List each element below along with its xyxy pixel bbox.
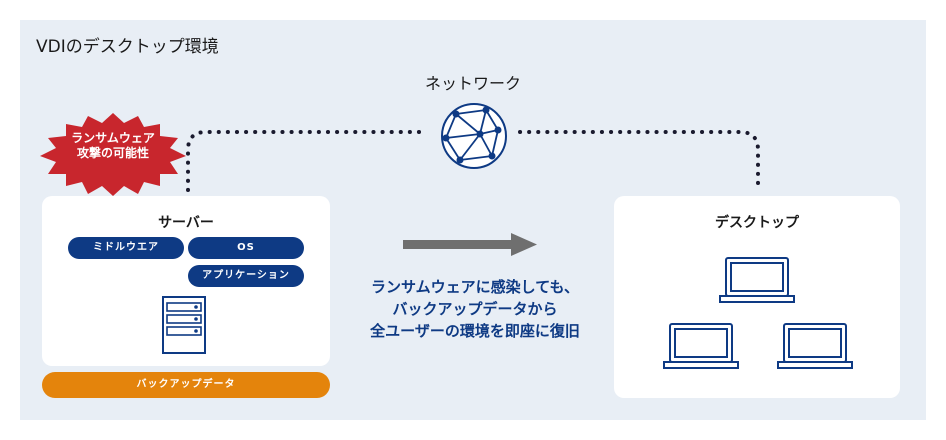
network-dotted-path <box>186 130 760 192</box>
network-globe-icon <box>441 103 507 169</box>
os-pill: OS <box>188 237 304 259</box>
network-label: ネットワーク <box>424 74 521 93</box>
laptop-icon <box>663 257 853 369</box>
desktop-title: デスクトップ <box>715 215 799 231</box>
diagram-title: VDIのデスクトップ環境 <box>36 37 219 57</box>
server-card: サーバー ミドルウエア OS アプリケーション <box>42 196 330 366</box>
ransomware-line1: ランサムウェア <box>71 131 155 145</box>
message-line1: ランサムウェアに感染しても、 <box>370 278 580 296</box>
recovery-message: ランサムウェアに感染しても、 バックアップデータから 全ユーザーの環境を即座に復… <box>340 276 610 342</box>
server-rack-icon <box>162 296 206 354</box>
message-line3: 全ユーザーの環境を即座に復旧 <box>370 322 580 340</box>
arrow-right-icon <box>403 233 537 256</box>
backup-data-bar: バックアップデータ <box>42 372 330 398</box>
ransomware-line2: 攻撃の可能性 <box>76 146 149 160</box>
server-title: サーバー <box>158 215 214 231</box>
message-line2: バックアップデータから <box>392 300 558 318</box>
ransomware-label: ランサムウェア 攻撃の可能性 <box>38 131 188 161</box>
middleware-pill: ミドルウエア <box>68 237 184 259</box>
desktop-card: デスクトップ <box>614 196 900 398</box>
application-pill: アプリケーション <box>188 265 304 287</box>
